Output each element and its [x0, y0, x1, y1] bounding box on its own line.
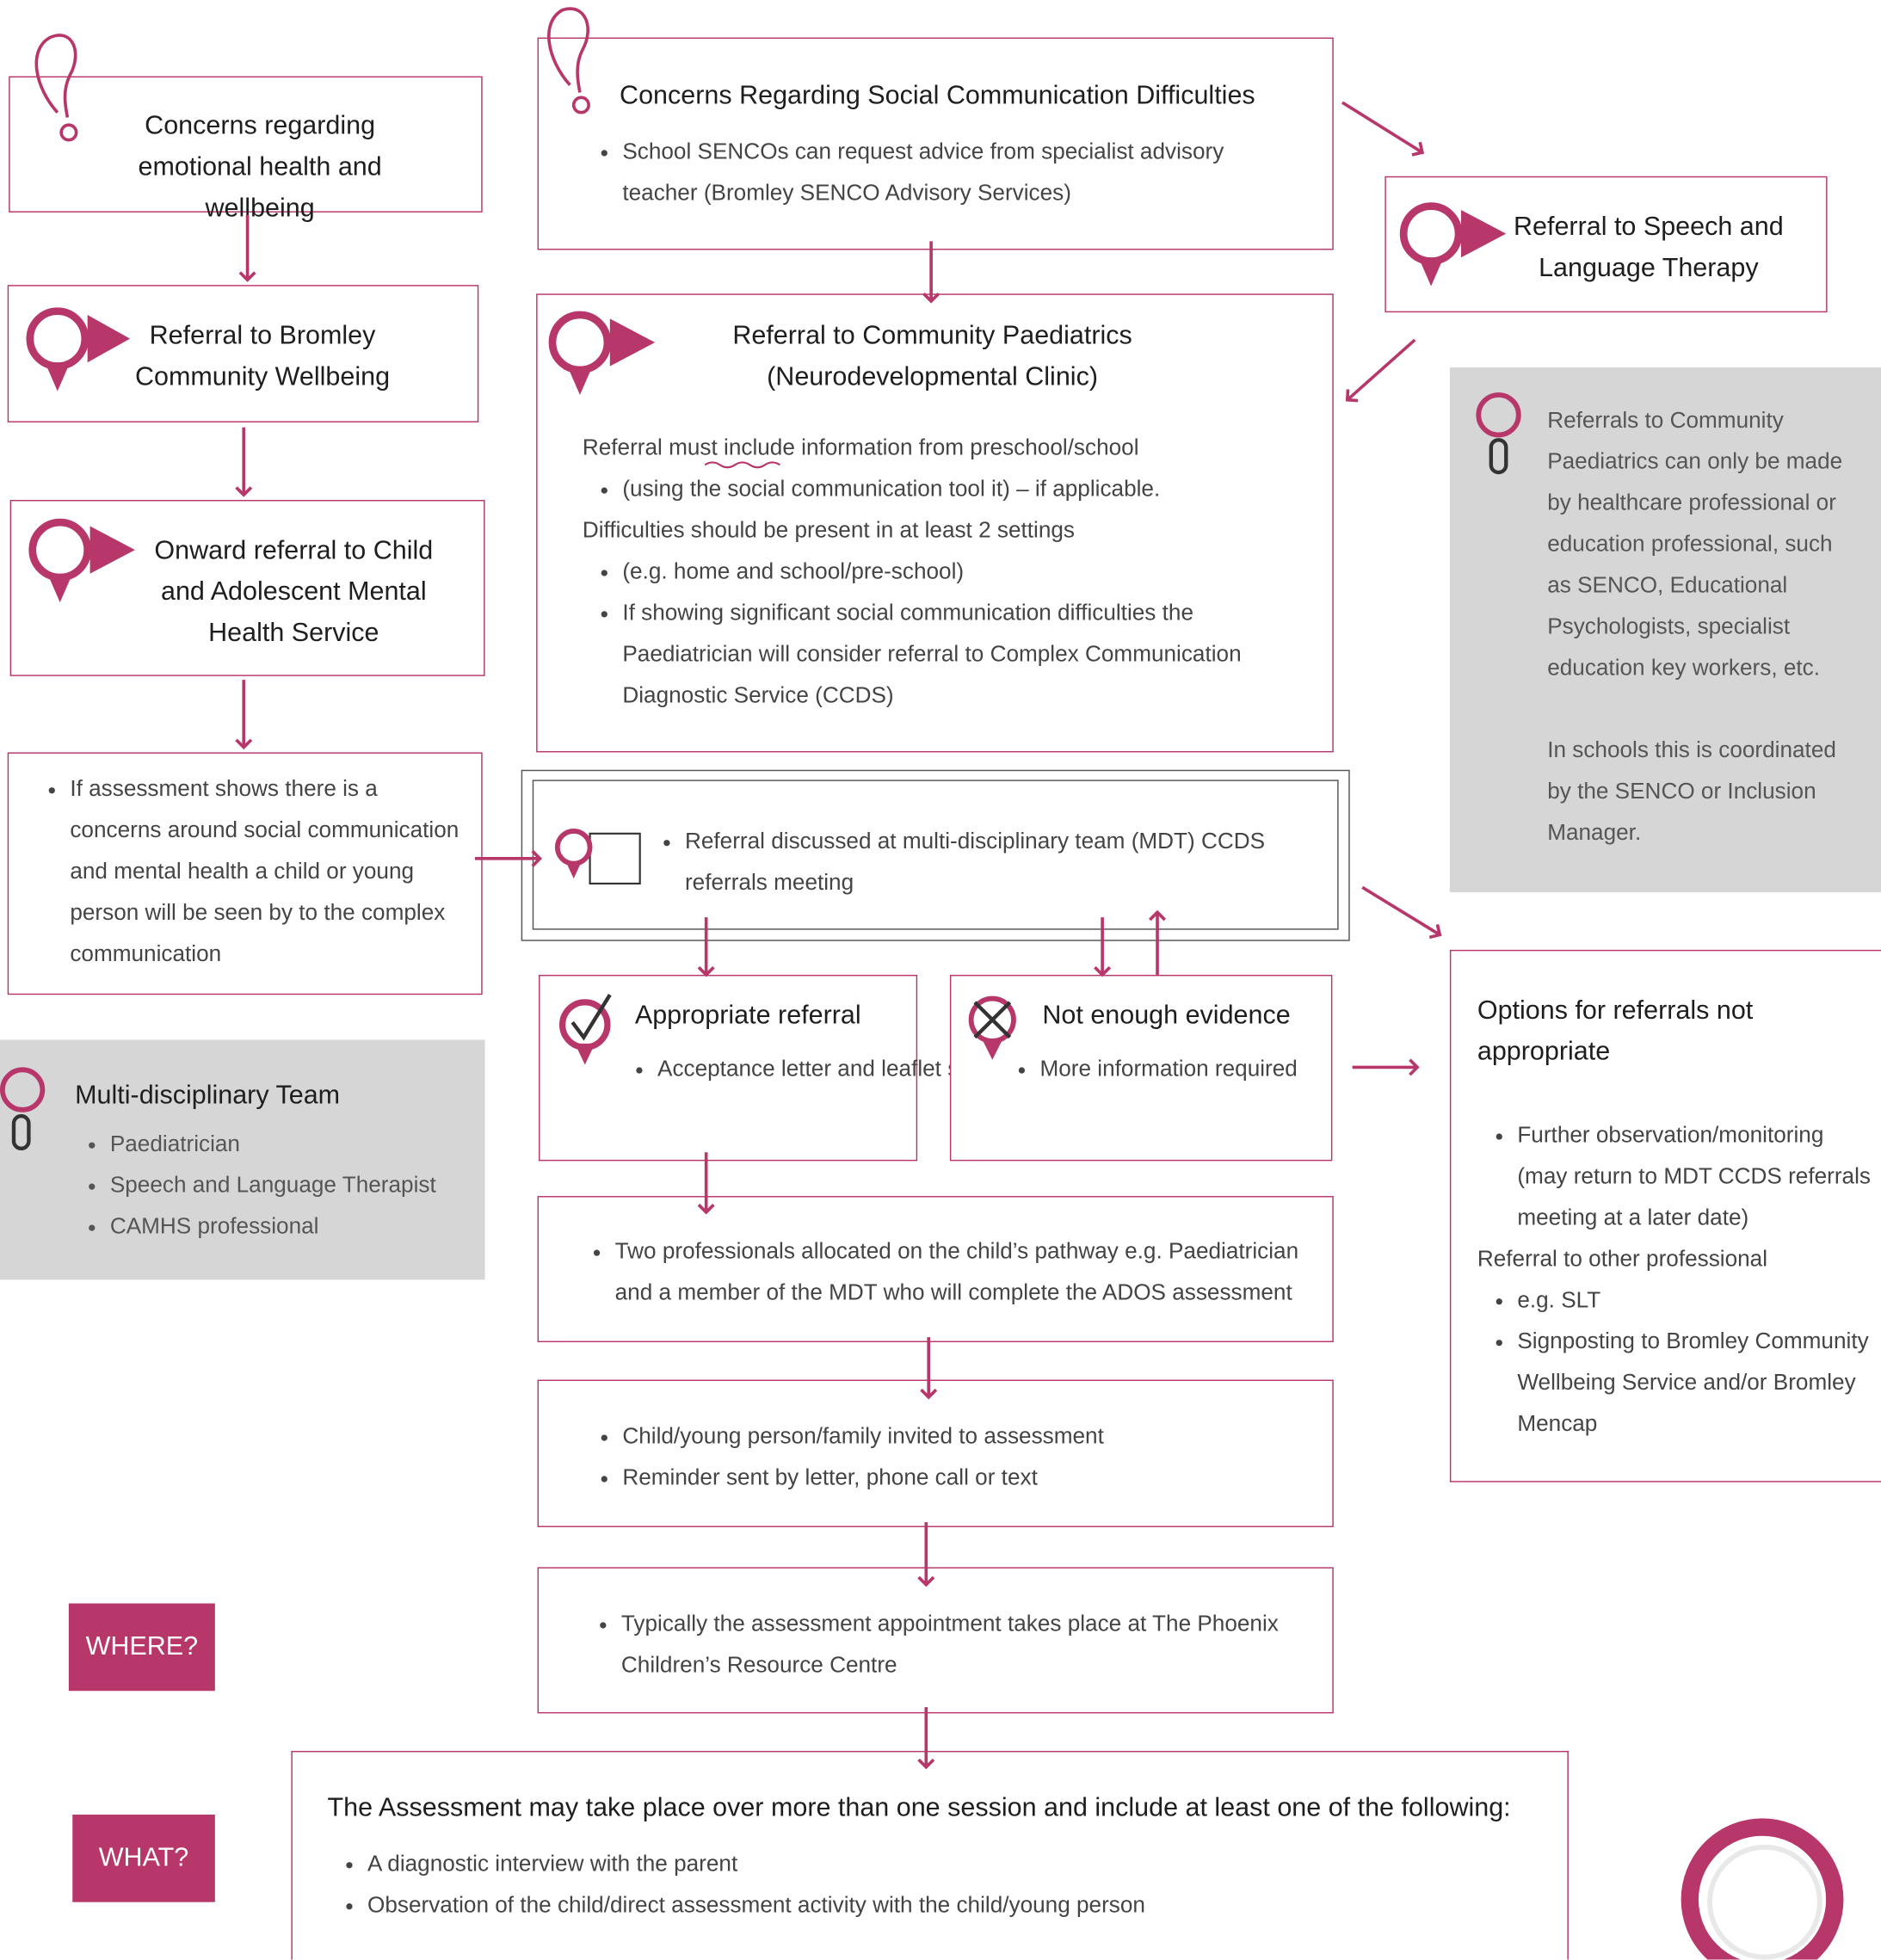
- not-enough-list: More information required: [1010, 1049, 1338, 1090]
- pointer-icon: [28, 518, 135, 603]
- list-item: Typically the assessment appointment tak…: [621, 1604, 1281, 1686]
- list-item: If showing significant social communicat…: [622, 592, 1282, 716]
- camhs-title: Onward referral to Child and Adolescent …: [154, 536, 434, 648]
- pointer-icon: [1399, 202, 1507, 287]
- list-item: Reminder sent by letter, phone call or t…: [622, 1458, 1282, 1499]
- list-item: School SENCOs can request advice from sp…: [622, 132, 1294, 214]
- referrers-note-panel: [1449, 367, 1881, 893]
- concern-social-box: [537, 37, 1334, 250]
- community-paediatrics-title: Referral to Community Paediatrics (Neuro…: [732, 321, 1132, 391]
- speech-therapy-title: Referral to Speech and Language Therapy: [1514, 212, 1784, 283]
- ring-icon: [1681, 1818, 1844, 1960]
- question-icon: [34, 34, 78, 142]
- bromley-wellbeing-box: [7, 285, 479, 422]
- options-body: Further observation/monitoring (may retu…: [1477, 1115, 1872, 1445]
- options-line: Referral to other professional: [1477, 1246, 1768, 1272]
- list-item: CAMHS professional: [110, 1206, 470, 1248]
- list-item: Paediatrician: [110, 1124, 470, 1165]
- link-icon: [0, 1067, 46, 1151]
- concern-social-list: School SENCOs can request advice from sp…: [583, 132, 1295, 214]
- list-item: Child/young person/family invited to ass…: [622, 1416, 1282, 1458]
- appropriate-title: Appropriate referral: [634, 1001, 861, 1030]
- location-box: [537, 1567, 1334, 1714]
- list-item: More information required: [1039, 1049, 1337, 1090]
- referrers-note-para-1: Referrals to Community Paediatrics can o…: [1547, 407, 1843, 681]
- list-item: Referral discussed at multi-disciplinary…: [685, 821, 1295, 903]
- list-item: A diagnostic interview with the parent: [367, 1843, 1502, 1884]
- arrow-mdt-to-options: [1361, 885, 1442, 940]
- cross-icon: [968, 995, 1016, 1060]
- concern-emotional-title: Concerns regarding emotional health and …: [138, 111, 382, 223]
- pointer-icon: [548, 311, 656, 395]
- list-item: e.g. SLT: [1517, 1279, 1871, 1321]
- mdt-meeting-list: Referral discussed at multi-disciplinary…: [644, 821, 1294, 903]
- list-item: (using the social communication tool it)…: [622, 469, 1282, 510]
- options-title: Options for referrals not appropriate: [1477, 995, 1754, 1066]
- what-tag: WHAT?: [72, 1815, 215, 1902]
- arrow-social-to-slt: [1341, 101, 1425, 157]
- two-professionals-box: [537, 1196, 1334, 1342]
- location-list: Typically the assessment appointment tak…: [581, 1604, 1280, 1686]
- check-icon: [558, 994, 612, 1065]
- community-paediatrics-body: Referral must include information from p…: [583, 428, 1282, 717]
- invited-box: [537, 1379, 1334, 1527]
- referrers-note-para-2: In schools this is coordinated by the SE…: [1547, 737, 1836, 845]
- invited-list: Child/young person/family invited to ass…: [583, 1416, 1282, 1499]
- mdt-meeting-box: [532, 780, 1339, 930]
- list-item: (e.g. home and school/pre-school): [622, 552, 1282, 593]
- where-tag: WHERE?: [68, 1603, 215, 1692]
- mdt-team-list: Paediatrician Speech and Language Therap…: [70, 1124, 470, 1248]
- arrow-slt-to-paediatrics: [1345, 338, 1416, 403]
- not-enough-title: Not enough evidence: [1042, 1001, 1291, 1030]
- assessment-list: A diagnostic interview with the parent O…: [328, 1843, 1502, 1926]
- list-item: If assessment shows there is a concerns …: [70, 768, 461, 975]
- mdt-team-panel: [0, 1039, 485, 1280]
- list-item: Signposting to Bromley Community Wellbei…: [1517, 1321, 1871, 1445]
- assessment-shows-list: If assessment shows there is a concerns …: [30, 768, 461, 975]
- spell-underline: [704, 461, 780, 469]
- two-professionals-list: Two professionals allocated on the child…: [575, 1231, 1312, 1314]
- options-box: [1449, 949, 1881, 1482]
- mdt-team-title: Multi-disciplinary Team: [75, 1081, 341, 1110]
- assessment-title: The Assessment may take place over more …: [327, 1793, 1511, 1822]
- bromley-wellbeing-title: Referral to Bromley Community Wellbeing: [134, 321, 391, 391]
- question-icon: [547, 7, 590, 114]
- assessment-box: [291, 1750, 1569, 1960]
- paediatrics-line-2: Difficulties should be present in at lea…: [582, 517, 1075, 543]
- pointer-icon: [26, 307, 131, 391]
- meeting-icon: [554, 829, 641, 885]
- list-item: Speech and Language Therapist: [110, 1165, 470, 1206]
- list-item: Observation of the child/direct assessme…: [367, 1884, 1502, 1926]
- concern-social-title: Concerns Regarding Social Communication …: [620, 81, 1255, 110]
- not-enough-box: [949, 974, 1333, 1162]
- paediatrics-line-1: Referral must include information from p…: [582, 435, 1139, 460]
- referrers-note-text: Referrals to Community Paediatrics can o…: [1547, 400, 1847, 854]
- list-item: Two professionals allocated on the child…: [615, 1231, 1312, 1314]
- concern-emotional-box: [9, 76, 483, 213]
- assessment-shows-box: [7, 752, 483, 995]
- community-paediatrics-box: [536, 293, 1334, 753]
- list-item: Further observation/monitoring (may retu…: [1517, 1115, 1871, 1239]
- link-icon: [1476, 392, 1521, 475]
- camhs-box: [9, 500, 485, 676]
